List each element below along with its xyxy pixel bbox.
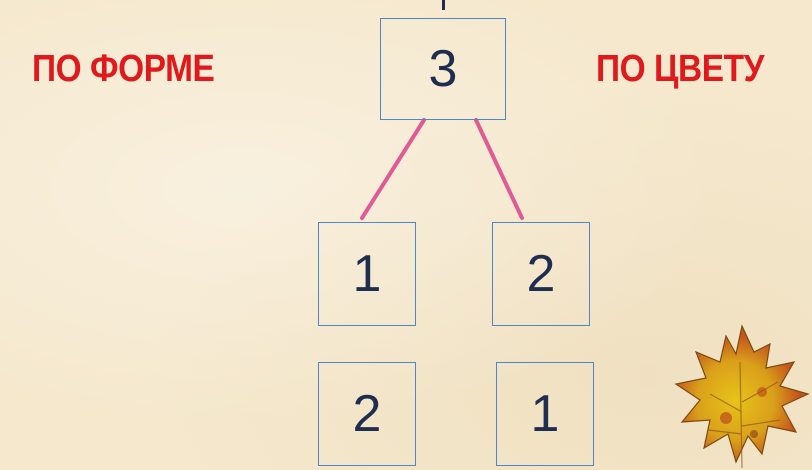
root-number-box: 3	[380, 18, 506, 120]
bottom-right-number-box: 1	[496, 362, 594, 466]
autumn-maple-leaf-icon	[674, 324, 810, 469]
shape-group-number-box: 1	[318, 222, 416, 326]
connector-left	[360, 118, 426, 220]
by-color-label: ПО ЦВЕТУ	[596, 48, 764, 90]
color-group-number-box: 2	[492, 222, 590, 326]
bottom-left-number-box: 2	[318, 362, 416, 466]
top-tick-mark	[442, 0, 445, 10]
connector-right	[474, 118, 524, 220]
by-shape-label: ПО ФОРМЕ	[32, 48, 215, 90]
